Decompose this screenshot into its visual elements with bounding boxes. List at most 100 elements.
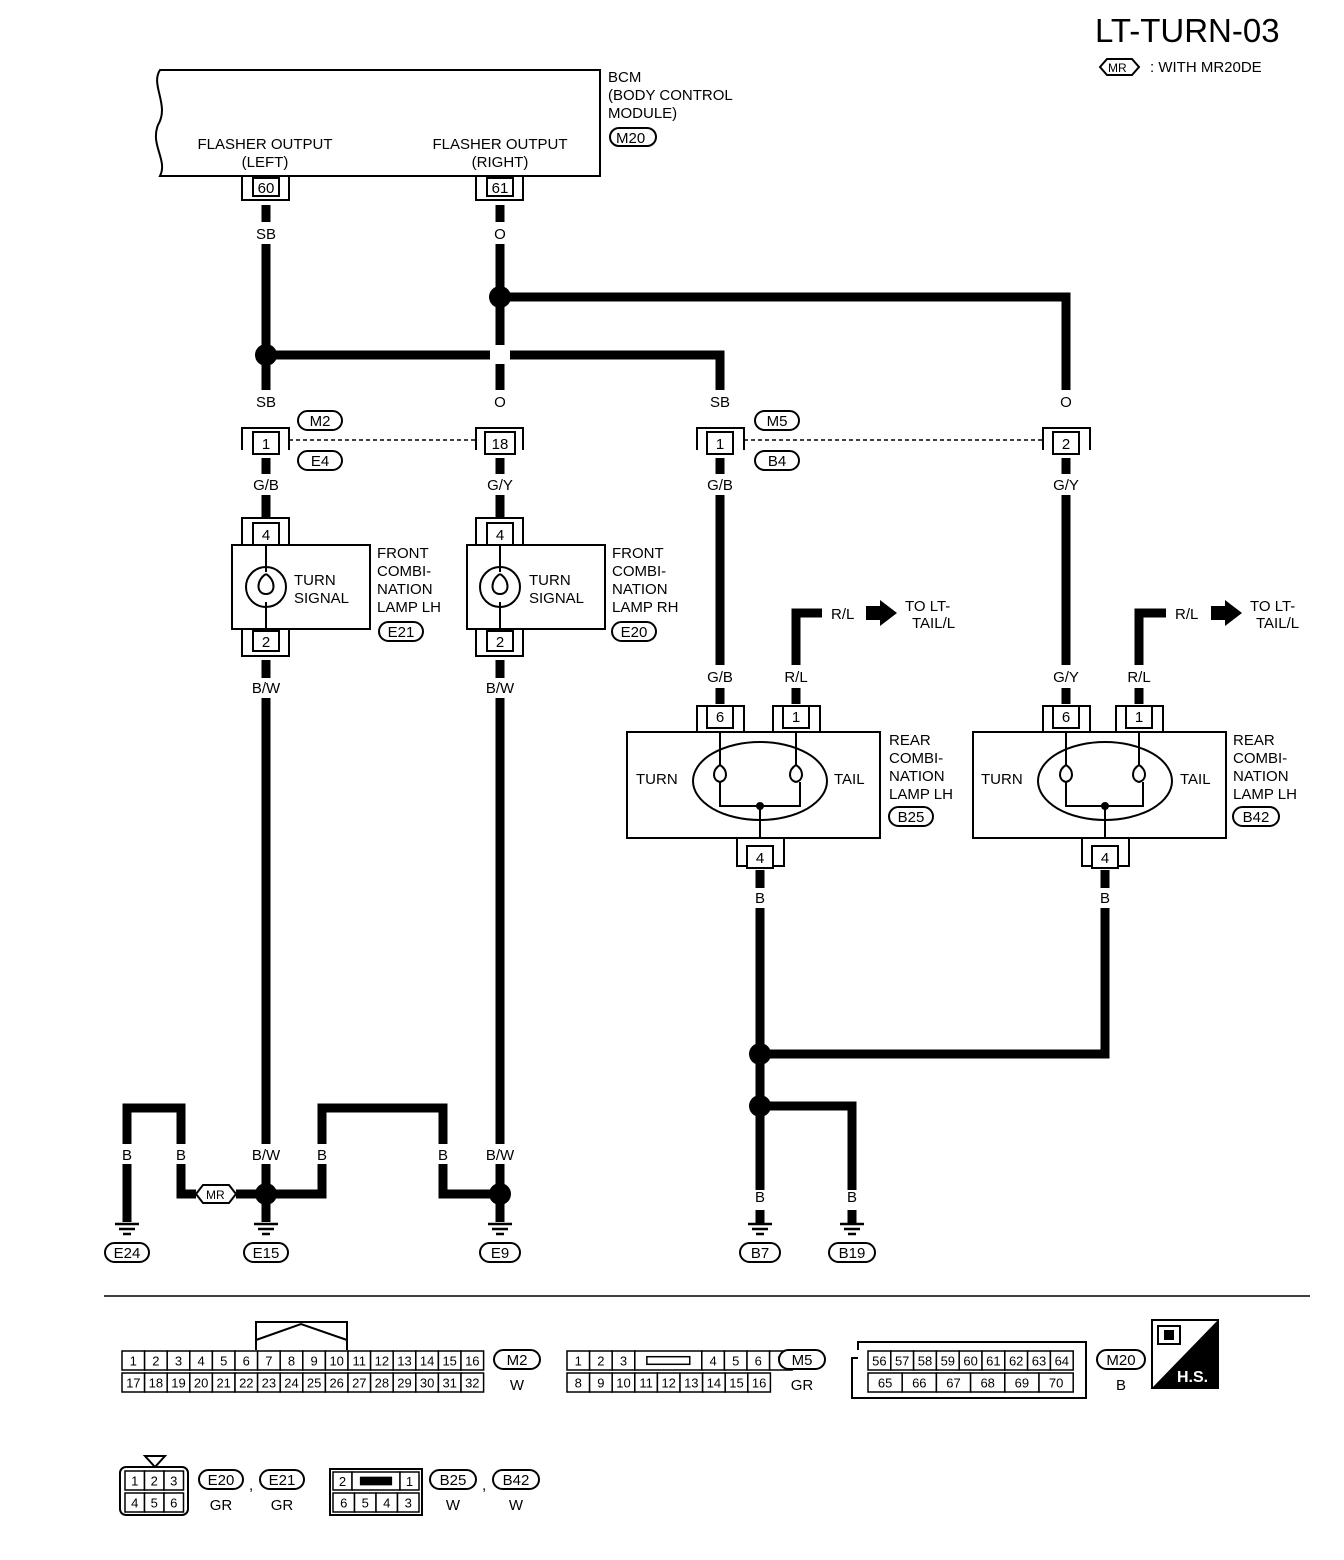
badge-e4: E4 <box>297 450 343 471</box>
rear-b42-name-2: COMBI- <box>1233 750 1287 767</box>
terminal-number: 8 <box>575 1376 582 1391</box>
terminal-number: 1 <box>575 1354 582 1369</box>
wire-label-rl: R/L <box>1127 669 1150 686</box>
rear-b42-tail-label: TAIL <box>1180 771 1211 788</box>
terminal-number: 2 <box>597 1354 604 1369</box>
junction-dot <box>489 1183 511 1205</box>
terminal-number: 12 <box>375 1354 389 1369</box>
svg-text:E24: E24 <box>114 1245 141 1262</box>
svg-text:B19: B19 <box>839 1245 866 1262</box>
terminal-number: 1 <box>131 1474 138 1489</box>
rear-lh-tail-label: TAIL <box>834 771 865 788</box>
svg-text:61: 61 <box>492 180 509 197</box>
terminal-number: 3 <box>620 1354 627 1369</box>
badge-e20-view: E20 <box>198 1469 244 1490</box>
wire-label-gy: G/Y <box>1053 477 1079 494</box>
diagram-title: LT-TURN-03 <box>1095 12 1280 49</box>
terminal-number: 6 <box>243 1354 250 1369</box>
to-lt-tail-lh-2: TAIL/L <box>912 615 955 632</box>
connector-sep: , <box>482 1477 486 1494</box>
ground-symbols <box>115 1222 864 1236</box>
ground-badge-b19: B19 <box>828 1242 876 1263</box>
terminal-number: 5 <box>732 1354 739 1369</box>
wire-label-gy: G/Y <box>1053 669 1079 686</box>
wire-label-bw: B/W <box>486 1147 515 1164</box>
terminal-number: 10 <box>329 1354 343 1369</box>
svg-text:18: 18 <box>492 436 509 453</box>
bcm-pin-60: 60 <box>241 176 290 201</box>
badge-m20-view: M20 <box>1096 1349 1146 1370</box>
rear-lh-name-2: COMBI- <box>889 750 943 767</box>
connector-m5-b4-pin-2: 2 <box>1042 427 1091 455</box>
front-lh-name-3: NATION <box>377 581 433 598</box>
wire-label-sb: SB <box>256 226 276 243</box>
front-rh-name-3: NATION <box>612 581 668 598</box>
bcm-output-left-1: FLASHER OUTPUT <box>197 136 332 153</box>
b25-color: W <box>446 1497 461 1514</box>
wire-label-bw: B/W <box>252 1147 281 1164</box>
wire-label-rl: R/L <box>784 669 807 686</box>
to-lt-tail-rh-2: TAIL/L <box>1256 615 1299 632</box>
rear-lh-pin-ground: 4 <box>756 850 764 867</box>
connector-m5-b4-pin-1: 1 <box>696 427 745 455</box>
rear-b42-name-1: REAR <box>1233 732 1275 749</box>
svg-text:60: 60 <box>258 180 275 197</box>
wire-label-b: B <box>176 1147 186 1164</box>
terminal-number: 29 <box>397 1376 411 1391</box>
terminal-number: 4 <box>131 1496 138 1511</box>
terminal-number: 21 <box>216 1376 230 1391</box>
terminal-number: 14 <box>707 1376 721 1391</box>
terminal-number: 3 <box>175 1354 182 1369</box>
terminal-number: 20 <box>194 1376 208 1391</box>
m2-color: W <box>510 1377 525 1394</box>
terminal-number: 16 <box>465 1354 479 1369</box>
wire-label-sb: SB <box>710 394 730 411</box>
wire-rear-grounds <box>755 870 1110 1224</box>
terminal-number: 69 <box>1015 1376 1029 1391</box>
bcm-name-1: BCM <box>608 69 641 86</box>
terminal-number: 4 <box>709 1354 716 1369</box>
wire-network-upper <box>261 205 1071 390</box>
front-lh-name-4: LAMP LH <box>377 599 441 616</box>
terminal-number: 5 <box>362 1496 369 1511</box>
terminal-number: 5 <box>151 1496 158 1511</box>
terminal-number: 9 <box>310 1354 317 1369</box>
terminal-number: 7 <box>265 1354 272 1369</box>
wire-network-middle <box>261 458 1071 665</box>
terminal-cell <box>460 1350 485 1371</box>
terminal-number: 9 <box>597 1376 604 1391</box>
wire-label-b: B <box>122 1147 132 1164</box>
terminal-number: 70 <box>1049 1376 1063 1391</box>
wire-label-gb: G/B <box>707 477 733 494</box>
svg-text:M20: M20 <box>616 130 645 147</box>
front-lh-pin-bottom: 2 <box>262 634 270 651</box>
bcm-name-3: MODULE) <box>608 105 677 122</box>
terminal-number: 6 <box>755 1354 762 1369</box>
wire-label-gb: G/B <box>253 477 279 494</box>
terminal-cell <box>163 1492 185 1513</box>
badge-e20: E20 <box>611 621 657 642</box>
bcm-module <box>155 69 601 177</box>
rear-b42-name-3: NATION <box>1233 768 1289 785</box>
badge-e21-view: E21 <box>259 1469 305 1490</box>
svg-text:M5: M5 <box>767 413 788 430</box>
wire-label-b: B <box>755 890 765 907</box>
terminal-number: 17 <box>126 1376 140 1391</box>
terminal-number: 32 <box>465 1376 479 1391</box>
svg-text:E15: E15 <box>253 1245 280 1262</box>
front-rh-pin-bottom: 2 <box>496 634 504 651</box>
terminal-number: 68 <box>980 1376 994 1391</box>
svg-text:B4: B4 <box>768 453 786 470</box>
terminal-number: 60 <box>963 1354 977 1369</box>
terminal-number: 15 <box>729 1376 743 1391</box>
badge-m5: M5 <box>754 410 800 431</box>
front-lh-name-2: COMBI- <box>377 563 431 580</box>
wire-label-o: O <box>494 226 506 243</box>
wire-tail-feeds <box>791 608 1166 665</box>
wire-label-sb: SB <box>256 394 276 411</box>
svg-text:E9: E9 <box>491 1245 509 1262</box>
